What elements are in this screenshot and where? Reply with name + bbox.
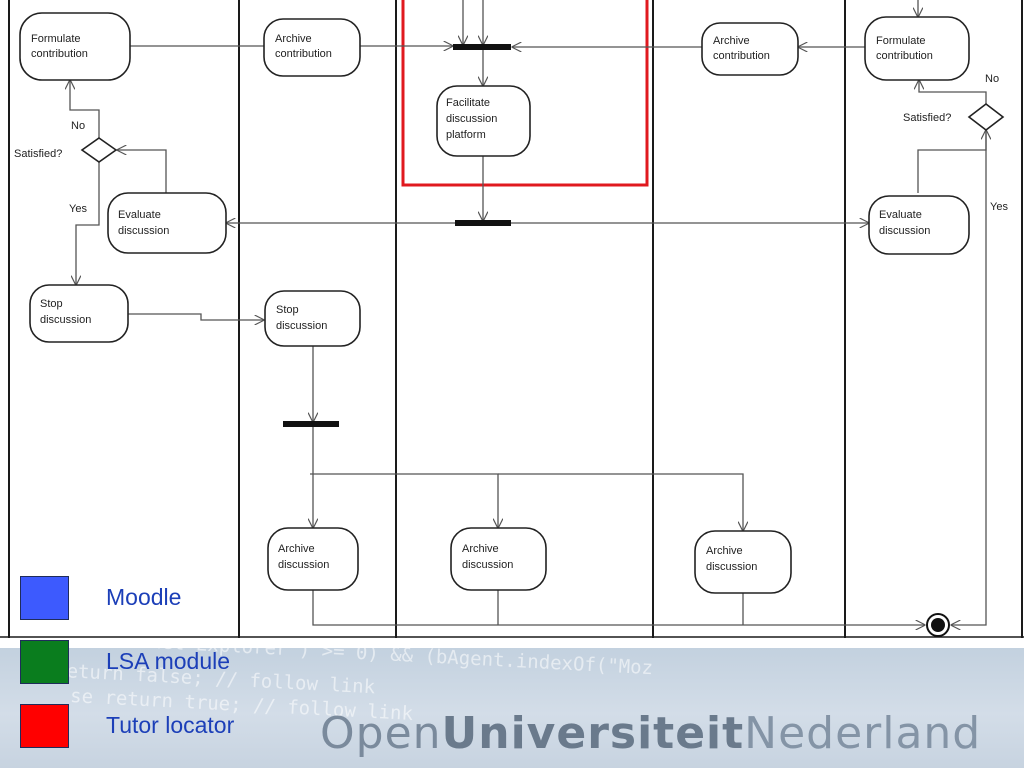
node-line: discussion	[706, 561, 757, 573]
decisions	[80, 102, 1005, 163]
node-line: contribution	[876, 50, 933, 62]
activity-formulate-contribution-right: Formulate contribution	[864, 16, 970, 81]
guard-yes-left: Yes	[69, 203, 87, 215]
node-line: Stop	[40, 298, 63, 310]
open-universiteit-logo: OpenUniversiteitNederland	[320, 712, 981, 756]
connectors	[70, 0, 986, 625]
legend-label: Tutor locator	[106, 712, 235, 738]
svg-text:Archive contribution: Archive contribution	[275, 33, 332, 60]
svg-text:Formulate contributi: Formulate contribution	[31, 33, 88, 60]
fork-bar	[455, 220, 511, 226]
connector	[70, 80, 100, 138]
final-node-dot	[931, 618, 945, 632]
svg-text:Formulate contributi: Formulate contribution	[876, 35, 933, 62]
node-line: Archive	[275, 33, 312, 45]
node-line: Archive	[706, 545, 743, 557]
node-line: Archive	[278, 543, 315, 555]
guard-satisfied-right: Satisfied?	[903, 112, 951, 124]
node-line: contribution	[31, 48, 88, 60]
svg-text:Archive discussion: Archive discussion	[462, 543, 513, 571]
svg-text:Stop discussion: Stop discussion	[276, 304, 327, 332]
connector	[917, 130, 986, 193]
brand-part: Universiteit	[441, 708, 745, 759]
brand-part: Nederland	[744, 708, 982, 759]
join-bar	[453, 44, 511, 50]
activity-evaluate-discussion-right: Evaluate discussion	[868, 195, 970, 255]
sync-bars	[283, 44, 511, 427]
brand-part: Open	[320, 708, 442, 759]
legend-item-lsa-module: LSA module	[20, 640, 320, 684]
svg-text:Facilitate discussio: Facilitate discussion platform	[446, 97, 500, 141]
guard-satisfied-left: Satisfied?	[14, 148, 62, 160]
node-line: Stop	[276, 304, 299, 316]
connector	[312, 590, 925, 625]
node-line: discussion	[446, 113, 497, 125]
connector	[498, 473, 743, 531]
node-line: Evaluate	[879, 209, 922, 221]
connector	[117, 150, 167, 193]
node-line: Formulate	[876, 35, 926, 47]
activity-archive-discussion-3: Archive discussion	[694, 530, 792, 594]
node-line: platform	[446, 129, 486, 141]
legend-item-moodle: Moodle	[20, 576, 320, 620]
node-line: contribution	[275, 48, 332, 60]
decision-diamond-left	[80, 137, 118, 163]
node-line: Evaluate	[118, 209, 161, 221]
activity-archive-discussion-2: Archive discussion	[450, 527, 547, 591]
node-line: Formulate	[31, 33, 81, 45]
activity-facilitate-discussion-platform: Facilitate discussion platform	[436, 85, 531, 157]
activity-evaluate-discussion-left: Evaluate discussion	[107, 192, 227, 254]
svg-text:Evaluate discussion: Evaluate discussion	[879, 209, 930, 237]
connector	[310, 473, 498, 528]
svg-text:Archive discussion: Archive discussion	[706, 545, 757, 573]
legend-swatch	[20, 704, 69, 748]
final-node	[926, 613, 950, 637]
activity-archive-contribution-1: Archive contribution	[263, 18, 361, 77]
node-line: discussion	[40, 314, 91, 326]
decision-diamond-right	[967, 102, 1005, 132]
node-line: Archive	[713, 35, 750, 47]
activity-stop-discussion-left: Stop discussion	[29, 284, 129, 343]
swimlane-dividers	[0, 0, 1024, 638]
node-line: discussion	[462, 559, 513, 571]
svg-text:Evaluate discussion: Evaluate discussion	[118, 209, 169, 237]
node-line: Facilitate	[446, 97, 490, 109]
svg-text:Stop discussion: Stop discussion	[40, 298, 91, 326]
footer-band: ("Internet Explorer") >= 0) && (bAgent.i…	[0, 648, 1024, 768]
legend-label: LSA module	[106, 648, 231, 674]
connector	[951, 130, 987, 625]
legend-label: Moodle	[106, 584, 182, 610]
node-line: discussion	[879, 225, 930, 237]
activity-archive-discussion-1: Archive discussion	[267, 527, 359, 591]
svg-text:Archive contribution: Archive contribution	[713, 35, 770, 62]
node-line: Archive	[462, 543, 499, 555]
legend-item-tutor-locator: Tutor locator	[20, 704, 320, 748]
connector	[128, 313, 264, 320]
guard-labels: Satisfied? No Yes Satisfied? No Yes	[14, 73, 1008, 215]
activity-archive-contribution-2: Archive contribution	[701, 22, 799, 76]
guard-yes-right: Yes	[990, 201, 1008, 213]
fork-bar	[283, 421, 339, 427]
legend-swatch	[20, 576, 69, 620]
legend: Moodle LSA module Tutor locator	[0, 0, 234, 748]
connector	[76, 162, 100, 285]
activity-diagram: Formulate contribution Archive contribut…	[0, 0, 1024, 638]
node-line: discussion	[118, 225, 169, 237]
node-line: discussion	[278, 559, 329, 571]
svg-text:Archive discussion: Archive discussion	[278, 543, 329, 571]
node-line: contribution	[713, 50, 770, 62]
connector	[919, 80, 987, 104]
activity-nodes: Formulate contribution Archive contribut…	[19, 12, 970, 594]
guard-no-right: No	[985, 73, 999, 85]
tutor-locator-highlight	[401, 0, 649, 187]
activity-stop-discussion-mid: Stop discussion	[264, 290, 361, 347]
node-line: discussion	[276, 320, 327, 332]
activity-formulate-contribution-left: Formulate contribution	[19, 12, 131, 81]
guard-no-left: No	[71, 120, 85, 132]
legend-swatch	[20, 640, 69, 684]
